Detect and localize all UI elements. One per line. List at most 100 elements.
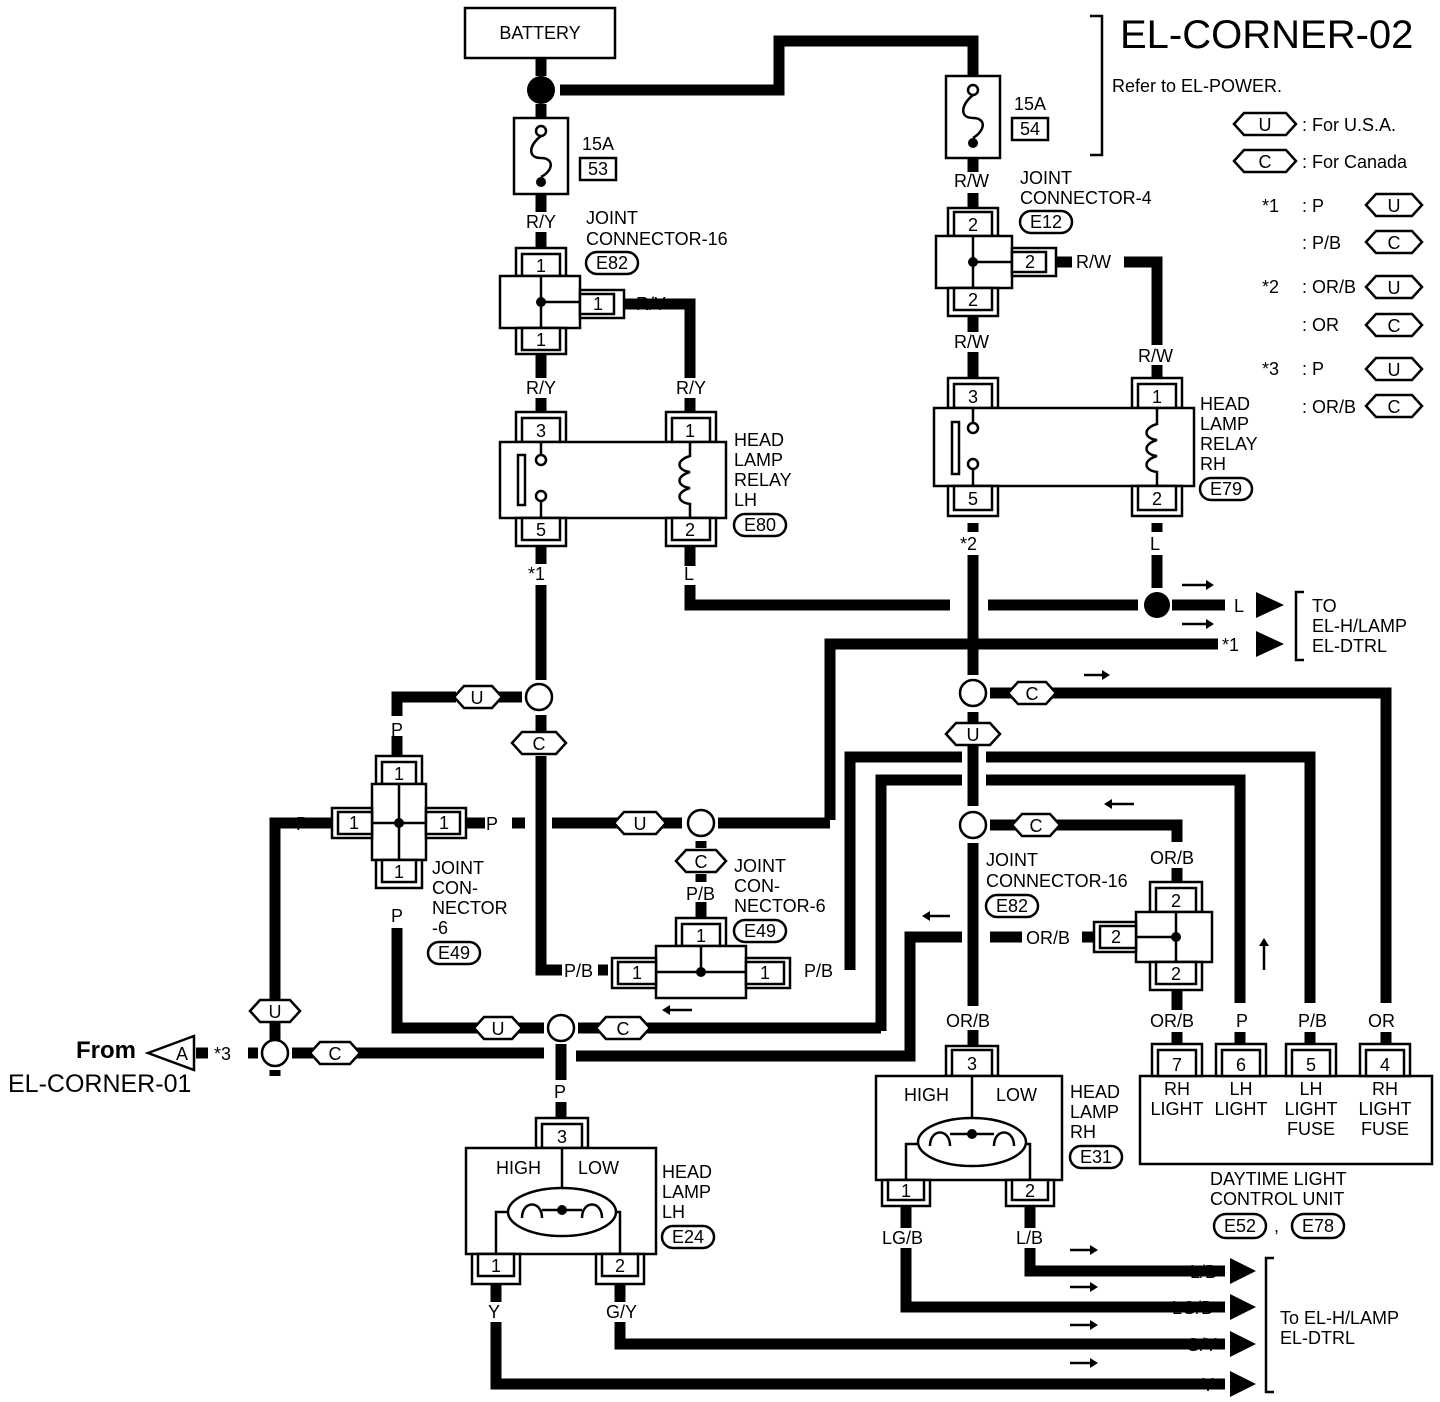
svg-text:OR/B: OR/B	[946, 1011, 990, 1031]
legend-canada-tag	[1232, 148, 1298, 174]
svg-text:4: 4	[1380, 1055, 1390, 1075]
svg-text:6: 6	[1236, 1055, 1246, 1075]
svg-text:P: P	[486, 814, 498, 834]
svg-text:LH: LH	[734, 490, 757, 510]
svg-text:7: 7	[1172, 1055, 1182, 1075]
svg-text:JOINT: JOINT	[1020, 168, 1072, 188]
svg-text:CONNECTOR-16: CONNECTOR-16	[586, 229, 728, 249]
svg-text:CON-: CON-	[432, 878, 478, 898]
out-arrow-l	[1256, 592, 1284, 618]
svg-text:R/Y: R/Y	[636, 294, 666, 314]
svg-text:NECTOR: NECTOR	[432, 898, 508, 918]
svg-text:U: U	[492, 1019, 505, 1039]
svg-text:P: P	[296, 814, 308, 834]
svg-text:EL-CORNER-01: EL-CORNER-01	[8, 1070, 191, 1098]
svg-text:: P: : P	[1302, 196, 1324, 216]
svg-text:R/W: R/W	[1076, 252, 1111, 272]
out-star1-label: *1	[1222, 635, 1239, 655]
svg-text:HIGH: HIGH	[904, 1085, 949, 1105]
svg-text:U: U	[967, 725, 980, 745]
legend-canada-text: : For Canada	[1302, 152, 1408, 172]
out-y-label: Y	[1202, 1375, 1214, 1395]
refer-note: Refer to EL-POWER.	[1112, 76, 1282, 96]
to-top-bracket	[1294, 590, 1304, 662]
svg-text:1: 1	[394, 764, 404, 784]
svg-text:1: 1	[536, 256, 546, 276]
svg-text:1: 1	[632, 963, 642, 983]
svg-text:-6: -6	[432, 918, 448, 938]
svg-text:RELAY: RELAY	[734, 470, 792, 490]
svg-text:HEAD: HEAD	[1070, 1082, 1120, 1102]
page-title: EL-CORNER-02	[1120, 13, 1413, 57]
svg-text:2: 2	[1152, 489, 1162, 509]
svg-text:U: U	[1388, 196, 1401, 216]
svg-text:U: U	[1259, 115, 1272, 135]
svg-text:1: 1	[491, 1256, 501, 1276]
svg-text:OR/B: OR/B	[1026, 928, 1070, 948]
head-lamp-relay-rh: 3 1 5 2 HEAD LAMP RELAY RH E79 *2 L	[932, 376, 1258, 554]
svg-text:: OR/B: : OR/B	[1302, 277, 1356, 297]
legend: U : For U.S.A. C : For Canada *1 : P U :…	[1232, 111, 1424, 419]
svg-text:RH: RH	[1372, 1079, 1398, 1099]
svg-text:15A: 15A	[1014, 94, 1046, 114]
svg-text:E82: E82	[996, 896, 1028, 916]
svg-text:2: 2	[1171, 891, 1181, 911]
svg-text:LOW: LOW	[996, 1085, 1037, 1105]
svg-text:NECTOR-6: NECTOR-6	[734, 896, 826, 916]
from-connector-a: From EL-CORNER-01 A *3	[8, 1034, 231, 1098]
svg-text:LAMP: LAMP	[734, 450, 783, 470]
svg-text:C: C	[1388, 233, 1401, 253]
svg-text:LAMP: LAMP	[1070, 1102, 1119, 1122]
svg-text:E80: E80	[744, 515, 776, 535]
wires	[196, 35, 1392, 1390]
svg-text:P/B: P/B	[686, 884, 715, 904]
svg-text:C: C	[533, 734, 546, 754]
svg-text:3: 3	[967, 1054, 977, 1074]
option-tags: U C C U C U C U C U C	[248, 678, 1062, 1068]
to-bottom-bracket	[1264, 1256, 1274, 1394]
svg-text:BATTERY: BATTERY	[499, 23, 580, 43]
svg-text:E52: E52	[1224, 1216, 1256, 1236]
out-arrow-y	[1230, 1371, 1256, 1397]
svg-text:5: 5	[536, 520, 546, 540]
svg-text:P/B: P/B	[564, 961, 593, 981]
svg-text:1: 1	[901, 1181, 911, 1201]
daytime-light-control-unit: OR/B P P/B OR 7 RH LIGHT 6 LH LIGHT 5 LH…	[1138, 1011, 1434, 1240]
svg-text:JOINT: JOINT	[986, 850, 1038, 870]
svg-text:RH: RH	[1070, 1122, 1096, 1142]
svg-text:To EL-H/LAMP: To EL-H/LAMP	[1280, 1308, 1399, 1328]
svg-text:: OR: : OR	[1302, 315, 1339, 335]
svg-text:TO: TO	[1312, 596, 1337, 616]
svg-text:CON-: CON-	[734, 876, 780, 896]
svg-text:5: 5	[968, 489, 978, 509]
svg-text:R/Y: R/Y	[526, 378, 556, 398]
svg-text:1: 1	[593, 294, 603, 314]
svg-text:R/W: R/W	[954, 332, 989, 352]
battery-splice	[527, 76, 555, 104]
svg-text:LOW: LOW	[578, 1158, 619, 1178]
svg-text:E82: E82	[596, 253, 628, 273]
svg-text:: P/B: : P/B	[1302, 233, 1341, 253]
svg-text:EL-DTRL: EL-DTRL	[1280, 1328, 1355, 1348]
out-l-label: L	[1234, 596, 1244, 616]
svg-text:2: 2	[1171, 964, 1181, 984]
svg-text:HEAD: HEAD	[662, 1162, 712, 1182]
svg-text:P: P	[554, 1082, 566, 1102]
svg-text:OR/B: OR/B	[1150, 848, 1194, 868]
out-lgb-label: LG/B	[1172, 1298, 1213, 1318]
svg-text:1: 1	[439, 813, 449, 833]
svg-text:L: L	[684, 564, 694, 584]
out-arrow-star1	[1256, 631, 1284, 657]
svg-text:U: U	[1388, 360, 1401, 380]
svg-text:LIGHT: LIGHT	[1284, 1099, 1337, 1119]
svg-text:: P: : P	[1302, 359, 1324, 379]
svg-text:G/Y: G/Y	[606, 1302, 637, 1322]
svg-text:HIGH: HIGH	[496, 1158, 541, 1178]
svg-text:L/B: L/B	[1016, 1228, 1043, 1248]
svg-text:2: 2	[1025, 252, 1035, 272]
svg-text:CONTROL UNIT: CONTROL UNIT	[1210, 1189, 1344, 1209]
svg-text:LIGHT: LIGHT	[1358, 1099, 1411, 1119]
out-arrow-lb	[1230, 1258, 1256, 1284]
svg-text:U: U	[471, 688, 484, 708]
svg-text:JOINT: JOINT	[734, 856, 786, 876]
